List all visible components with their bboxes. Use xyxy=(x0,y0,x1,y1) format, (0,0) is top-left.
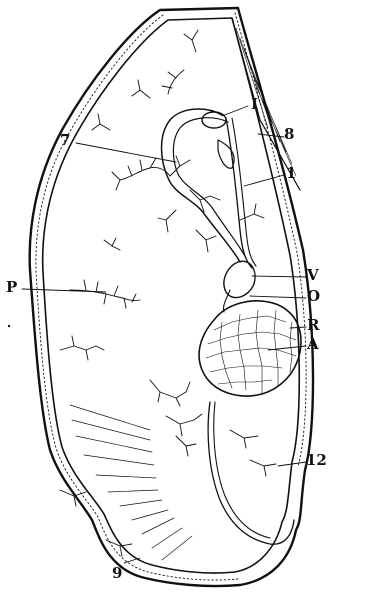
leader-I xyxy=(222,106,248,116)
leader-9 xyxy=(124,558,140,563)
label-9: 9 xyxy=(112,566,122,581)
label-8: 8 xyxy=(284,127,294,142)
inner-body-outline xyxy=(43,18,300,573)
leader-P xyxy=(22,289,106,292)
label-A: A xyxy=(307,337,319,352)
stray-dot xyxy=(8,325,10,327)
dendritic-vessels xyxy=(60,30,276,556)
marginal-hatching xyxy=(36,15,238,580)
leader-V xyxy=(252,276,306,277)
label-V: V xyxy=(307,268,319,283)
leader-R xyxy=(290,327,306,328)
muscle-striae xyxy=(70,405,192,560)
label-P: P xyxy=(6,280,17,295)
organ-a-cells xyxy=(206,310,296,394)
label-1: 1 xyxy=(286,166,296,181)
label-O: O xyxy=(307,289,320,304)
label-12: 12 xyxy=(306,453,327,468)
leader-lines xyxy=(22,106,306,563)
label-R: R xyxy=(307,318,319,333)
label-I: I xyxy=(251,97,258,112)
leader-1 xyxy=(244,175,284,186)
leader-O xyxy=(250,296,306,298)
marginal-hatching-right xyxy=(235,13,306,466)
label-7: 7 xyxy=(60,133,70,148)
